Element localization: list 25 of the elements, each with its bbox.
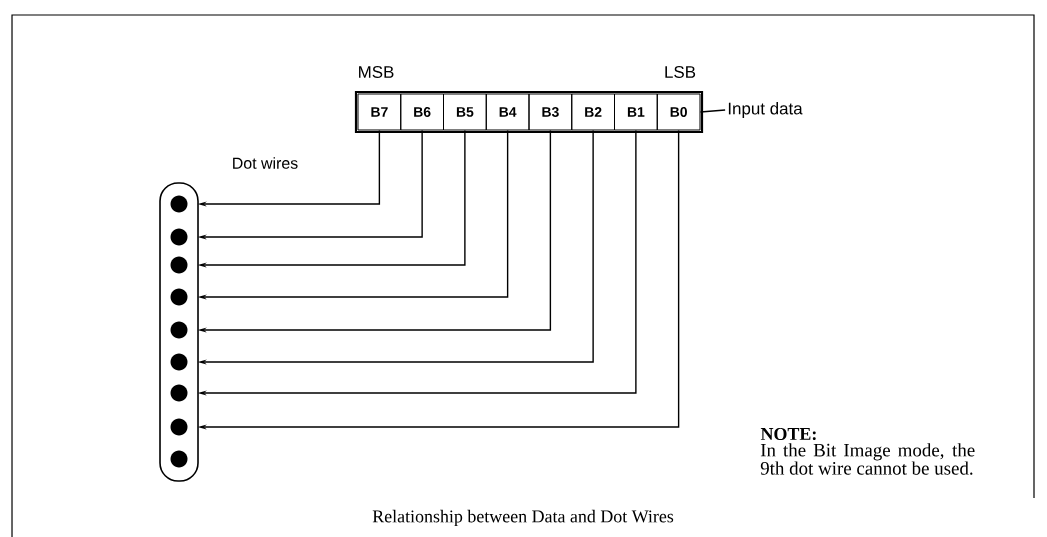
dot	[170, 321, 188, 339]
leader-line	[699, 109, 726, 113]
dot	[170, 288, 188, 306]
dot	[170, 353, 188, 371]
bit-cell: B3	[528, 93, 573, 131]
dot	[170, 384, 188, 402]
dot	[170, 195, 188, 213]
bit-cell: B2	[571, 93, 615, 131]
note-text: In the Bit Image mode, the 9th dot wire cannot be used.	[760, 443, 975, 475]
bit-cell: B7	[357, 93, 402, 131]
dot	[170, 256, 188, 274]
dot	[170, 418, 188, 436]
bit-cell: B5	[443, 93, 487, 131]
input-label: Input data	[728, 102, 803, 118]
bit-cell: B6	[400, 93, 444, 131]
strip-heading: Dot wires	[233, 157, 298, 169]
dot	[170, 450, 188, 468]
caption: Relationship between Data and Dot Wires	[372, 509, 674, 527]
note-heading: NOTE:	[760, 427, 816, 441]
bit-label: LSB	[665, 66, 696, 78]
bit-cell: B4	[485, 93, 530, 131]
bit-cell: B0	[656, 93, 701, 131]
dot	[170, 228, 188, 246]
bit-label: MSB	[359, 66, 394, 78]
bit-cell: B1	[614, 93, 658, 131]
